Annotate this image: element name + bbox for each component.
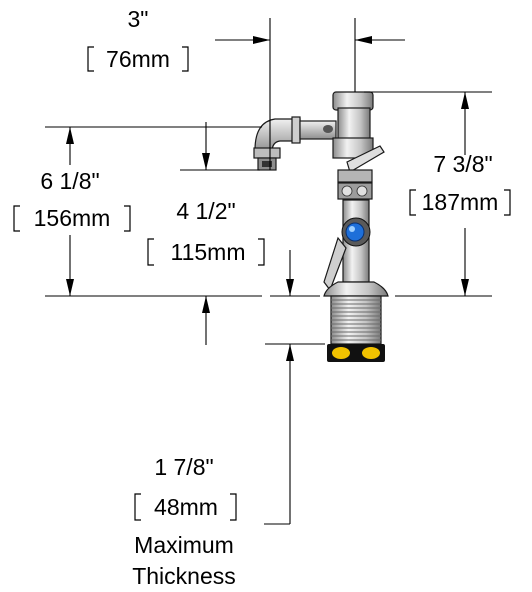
outlet-drop-imperial: 4 1/2" [176, 198, 235, 224]
outlet-height-metric: 156mm [34, 205, 111, 231]
total-height-imperial: 7 3/8" [433, 151, 492, 177]
dimension-total-height: 7 3/8" 187mm [409, 151, 511, 216]
width-top-metric: 76mm [106, 46, 170, 72]
max-thickness-caption-line1: Maximum [134, 532, 234, 558]
dimension-lines [45, 18, 492, 525]
dimension-outlet-height: 6 1/8" 156mm [13, 168, 131, 232]
width-top-imperial: 3" [128, 6, 149, 32]
total-height-metric: 187mm [422, 189, 499, 215]
dimension-max-thickness: 1 7/8" 48mm Maximum Thickness [132, 454, 237, 589]
blue-index-button [341, 217, 371, 247]
max-thickness-metric: 48mm [154, 494, 218, 520]
dimension-outlet-drop: 4 1/2" 115mm [147, 198, 265, 266]
faucet-drawing [253, 91, 389, 362]
outlet-height-imperial: 6 1/8" [40, 168, 99, 194]
yellow-lock-nut [327, 344, 385, 362]
dimension-width-top: 3" 76mm [87, 6, 189, 72]
outlet-drop-metric: 115mm [171, 239, 246, 265]
max-thickness-caption-line2: Thickness [132, 563, 236, 589]
max-thickness-imperial: 1 7/8" [154, 454, 213, 480]
